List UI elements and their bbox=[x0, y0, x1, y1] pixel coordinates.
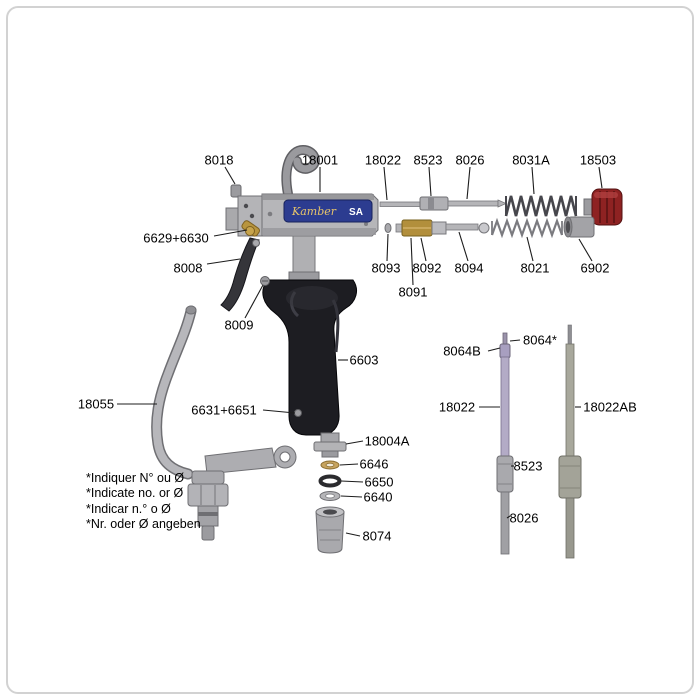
part-label-6603: 6603 bbox=[349, 352, 379, 368]
part-label-8008: 8008 bbox=[173, 260, 203, 276]
tube-fitting-shape bbox=[187, 470, 229, 541]
part-label-6640: 6640 bbox=[363, 489, 393, 505]
leader-lines bbox=[117, 166, 603, 537]
tube-18055-shape bbox=[151, 305, 197, 480]
footnote-es: *Indicar n.° o Ø bbox=[86, 501, 171, 516]
part-label-8091: 8091 bbox=[398, 284, 428, 300]
part-label-8092: 8092 bbox=[412, 260, 442, 276]
part-label-18004A: 18004A bbox=[364, 433, 410, 449]
needle-assembly-18022-shape bbox=[496, 332, 514, 555]
washer-6640-shape bbox=[319, 491, 341, 501]
pin-8093-shape bbox=[384, 223, 392, 233]
screw-6631-shape bbox=[294, 409, 302, 417]
part-label-18001: 18001 bbox=[301, 152, 339, 168]
part-label-8074: 8074 bbox=[362, 528, 392, 544]
oring-6650-shape bbox=[318, 474, 342, 488]
part-label-18022AB: 18022AB bbox=[583, 399, 637, 415]
needle-assembly-18022AB-shape bbox=[558, 324, 582, 559]
part-label-18503: 18503 bbox=[579, 152, 617, 168]
part-label-6902: 6902 bbox=[580, 260, 610, 276]
part-8018-shape bbox=[230, 184, 242, 198]
bracket-strap-shape bbox=[204, 445, 297, 475]
part-label-18055: 18055 bbox=[77, 396, 115, 412]
part-label-6629-6630: 6629+6630 bbox=[143, 230, 209, 246]
fitting-8091-8092-shape bbox=[395, 219, 447, 237]
footnotes: *Indiquer N° ou Ø *Indicate no. or Ø *In… bbox=[86, 471, 201, 533]
coupling-8074-shape bbox=[315, 506, 345, 554]
part-label-18022-right: 18022 bbox=[438, 399, 476, 415]
part-label-8026-right: 8026 bbox=[509, 510, 539, 526]
part-label-8009: 8009 bbox=[224, 317, 254, 333]
gun-stem bbox=[288, 235, 320, 283]
spring-8031A-shape bbox=[504, 195, 578, 217]
rod-8094-shape bbox=[445, 222, 490, 234]
hanging-hook-icon bbox=[281, 144, 320, 199]
footnote-fr: *Indiquer N° ou Ø bbox=[86, 471, 185, 485]
part-label-8031A: 8031A bbox=[512, 152, 550, 168]
spring-8021-shape bbox=[490, 217, 564, 239]
part-label-6650: 6650 bbox=[364, 474, 394, 490]
part-label-8093: 8093 bbox=[371, 260, 401, 276]
knob-18503-shape bbox=[583, 188, 623, 226]
collar-8523-top-shape bbox=[419, 196, 449, 211]
part-label-8021: 8021 bbox=[520, 260, 550, 276]
model-text: SA bbox=[349, 207, 363, 218]
part-label-18022-top: 18022 bbox=[364, 152, 402, 168]
part-label-8064-star: 8064* bbox=[523, 332, 557, 348]
part-label-8094: 8094 bbox=[454, 260, 484, 276]
brand-text: Kamber bbox=[291, 205, 337, 218]
part-label-8018: 8018 bbox=[204, 152, 234, 168]
footnote-de: *Nr. oder Ø angeben bbox=[86, 517, 201, 532]
part-label-6646: 6646 bbox=[359, 456, 389, 472]
washer-6646-shape bbox=[320, 460, 340, 470]
cap-6902-shape bbox=[563, 216, 595, 238]
trigger-8008-shape bbox=[220, 237, 260, 312]
part-label-8064B: 8064B bbox=[443, 343, 481, 359]
nut-18004A-shape bbox=[313, 432, 347, 458]
needle-8026-top-shape bbox=[447, 199, 507, 208]
screw-8009-shape bbox=[260, 276, 270, 286]
part-label-8523-top: 8523 bbox=[413, 152, 443, 168]
part-label-6631-6651: 6631+6651 bbox=[191, 402, 257, 418]
needle-18022-top-shape bbox=[379, 201, 421, 207]
brand-plate: Kamber SA bbox=[283, 199, 373, 223]
part-label-8026-top: 8026 bbox=[455, 152, 485, 168]
fluid-tip-6629-shape bbox=[241, 220, 260, 237]
part-label-8523-right: 8523 bbox=[513, 458, 543, 474]
footnote-en: *Indicate no. or Ø bbox=[86, 486, 184, 501]
handle-6603-shape bbox=[262, 279, 357, 436]
